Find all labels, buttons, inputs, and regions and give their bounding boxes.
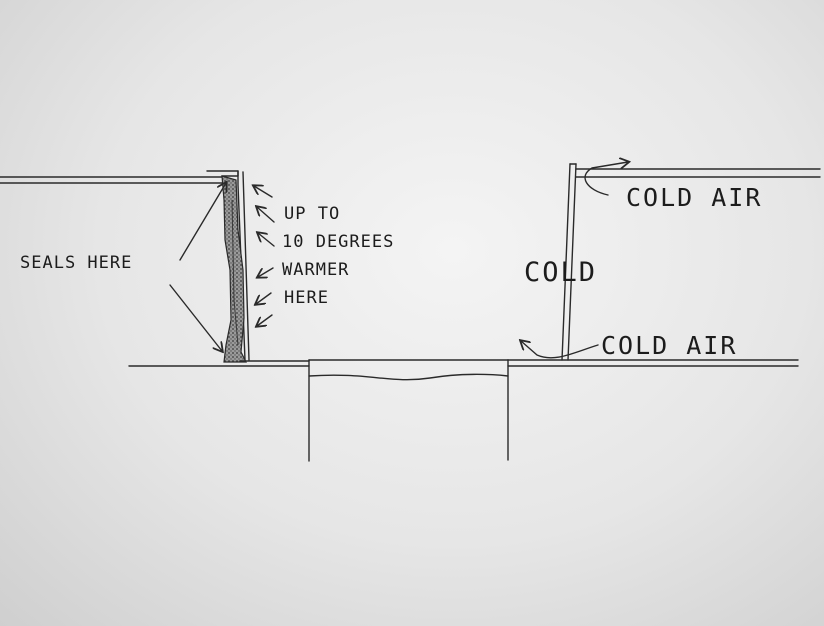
floor-line (128, 359, 799, 367)
seals-arrow-lower (169, 284, 222, 351)
warmer-note-line-4: HERE (284, 288, 329, 308)
warmer-note-line-3: WARMER (282, 260, 350, 280)
warmer-note-line-2: 10 DEGREES (282, 232, 395, 252)
seals-arrow-upper (179, 183, 226, 261)
right-wall (561, 163, 821, 361)
cold-air-top-label: COLD AIR (626, 183, 763, 212)
seals-here-label: SEALS HERE (20, 253, 133, 273)
seal-inner-line (231, 199, 239, 346)
warmer-note-line-1: UP TO (284, 204, 341, 224)
cold-label: COLD (524, 257, 598, 288)
seal-gasket (221, 175, 247, 363)
cold-air-top-arrow (584, 162, 628, 196)
warm-air-arrows (254, 186, 275, 326)
cold-air-bottom-label: COLD AIR (601, 331, 738, 360)
floor-channel (308, 359, 509, 462)
left-lid (0, 170, 239, 184)
seals-here-arrows (169, 183, 226, 351)
cold-air-bottom-arrow (521, 341, 599, 359)
